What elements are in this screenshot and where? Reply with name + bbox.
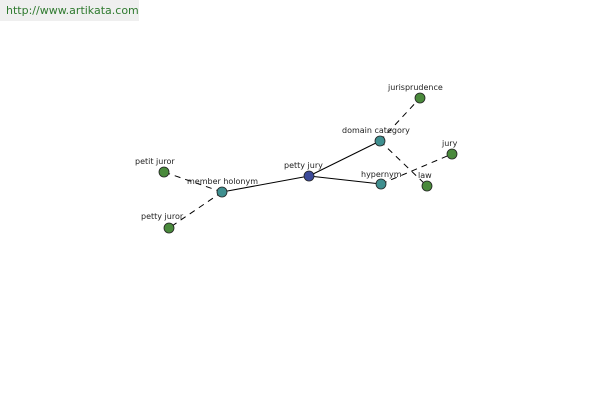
edge-center-member-holonym bbox=[221, 175, 310, 193]
node-petty-juror[interactable] bbox=[163, 222, 175, 234]
edge-center-hypernym bbox=[308, 175, 382, 185]
edge-domain-category-jurisprudence bbox=[379, 97, 421, 142]
node-jury[interactable] bbox=[446, 148, 458, 160]
edge-hypernym-jury bbox=[380, 153, 453, 185]
label-petit-juror: petit juror bbox=[135, 157, 175, 166]
node-hypernym[interactable] bbox=[375, 178, 387, 190]
label-petty-juror: petty juror bbox=[141, 212, 184, 221]
site-url[interactable]: http://www.artikata.com bbox=[6, 4, 139, 17]
node-law[interactable] bbox=[421, 180, 433, 192]
label-jury: jury bbox=[441, 139, 458, 148]
node-jurisprudence[interactable] bbox=[414, 92, 426, 104]
label-jurisprudence: jurisprudence bbox=[387, 83, 443, 92]
edge-member-holonym-petty-juror bbox=[168, 191, 223, 229]
node-domain-category[interactable] bbox=[374, 135, 386, 147]
label-member-holonym: member holonym bbox=[187, 177, 258, 186]
node-petit-juror[interactable] bbox=[158, 166, 170, 178]
url-banner: http://www.artikata.com bbox=[0, 0, 139, 21]
edge-center-domain-category bbox=[308, 140, 381, 177]
label-hypernym: hypernym bbox=[361, 170, 402, 179]
node-petty-jury[interactable] bbox=[303, 170, 315, 182]
label-petty-jury: petty jury bbox=[284, 161, 323, 170]
label-domain-category: domain category bbox=[342, 126, 410, 135]
node-member-holonym[interactable] bbox=[216, 186, 228, 198]
label-law: law bbox=[418, 171, 432, 180]
